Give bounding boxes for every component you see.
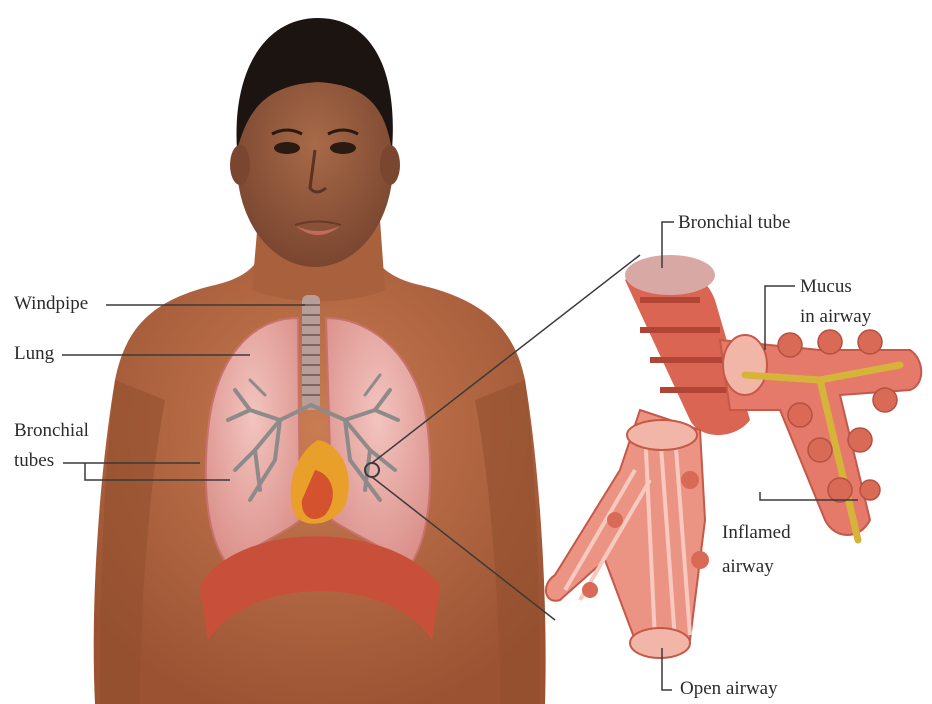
bronchial-tube-label: Bronchial tube bbox=[678, 212, 790, 234]
windpipe-label: Windpipe bbox=[14, 293, 88, 315]
inflamed-airway-label-line1: Inflamed bbox=[722, 522, 791, 544]
mucus-label-line1: Mucus bbox=[800, 276, 852, 298]
bronchial-tubes-label-line2: tubes bbox=[14, 450, 54, 472]
windpipe bbox=[302, 295, 320, 410]
bronchial-tubes-label-line1: Bronchial bbox=[14, 420, 89, 442]
inflamed-airway-label-line2: airway bbox=[722, 556, 774, 578]
head bbox=[230, 18, 400, 267]
mucus-label-line2: in airway bbox=[800, 306, 871, 328]
lung-label: Lung bbox=[14, 343, 54, 365]
open-airway-label: Open airway bbox=[680, 678, 778, 700]
